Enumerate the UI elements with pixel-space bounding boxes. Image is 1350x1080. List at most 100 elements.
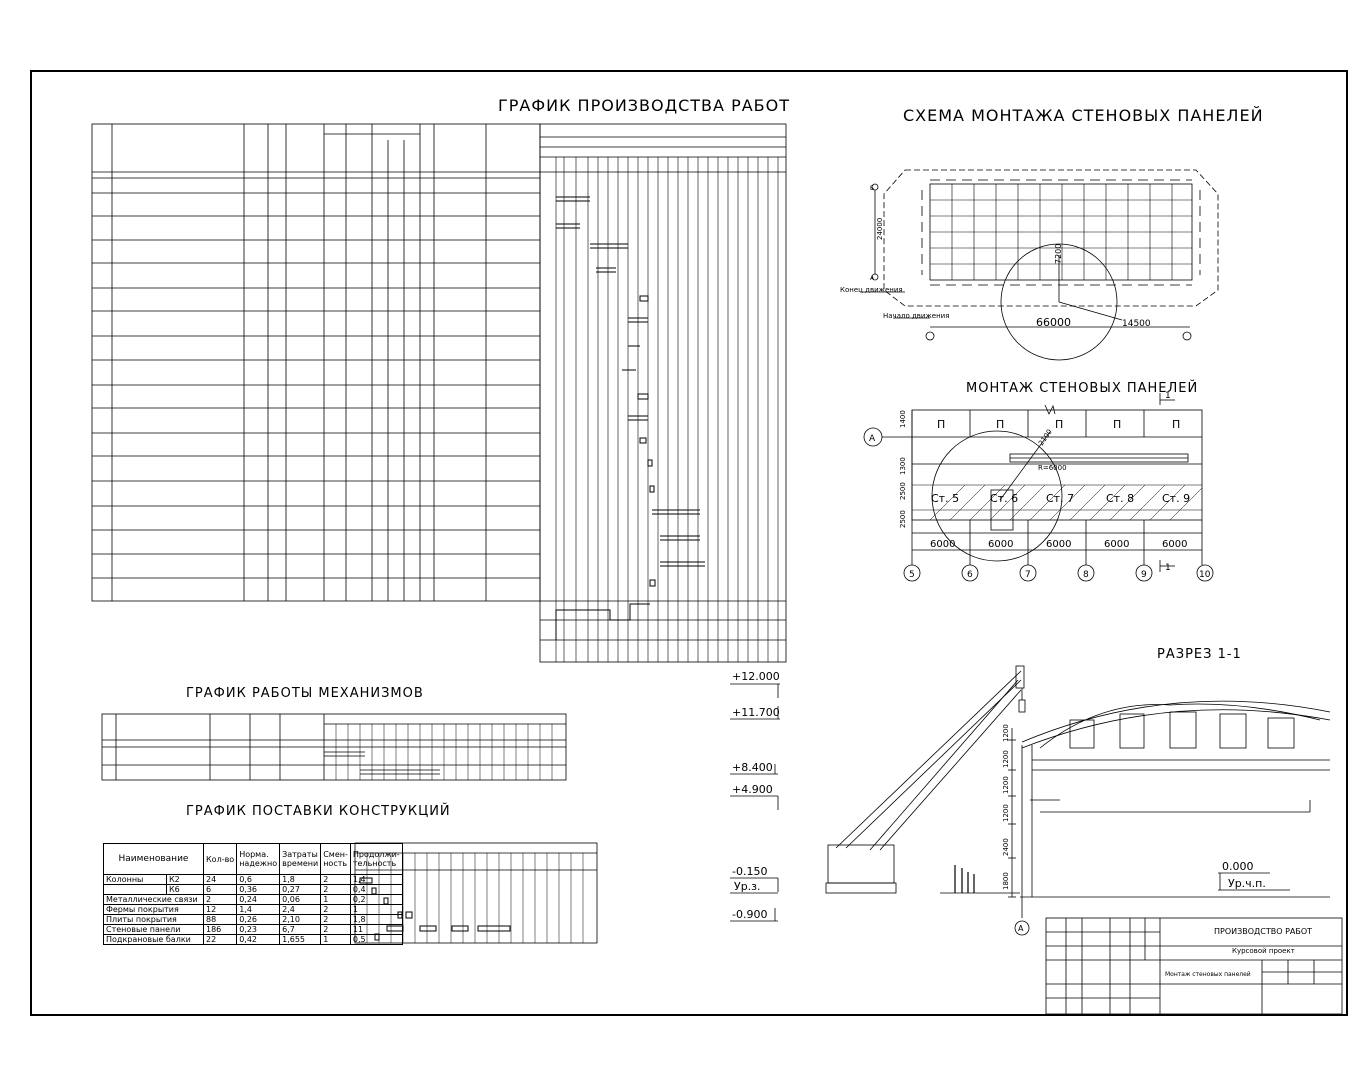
wall-panel-label: Ст. 9	[1162, 492, 1190, 505]
row-qty: 12	[202, 904, 238, 915]
mechanisms-schedule-title: ГРАФИК РАБОТЫ МЕХАНИЗМОВ	[186, 686, 424, 701]
production-schedule-title: ГРАФИК ПРОИЗВОДСТВА РАБОТ	[498, 96, 790, 115]
scheme-axis-a: А	[870, 275, 875, 282]
row-cost: 0,06	[279, 894, 322, 905]
section-title: РАЗРЕЗ 1-1	[1157, 647, 1242, 662]
panel-p-5: П	[1172, 418, 1180, 431]
axis-label: 8	[1083, 570, 1089, 580]
row-cost: 2,10	[279, 914, 322, 925]
section-dim: 1800	[1002, 872, 1010, 890]
stamp-sheet-name: Монтаж стеновых панелей	[1165, 971, 1251, 978]
row-norm: 0,6	[236, 874, 281, 885]
section-axis-a: А	[1018, 924, 1024, 933]
span-dim: 6000	[1046, 539, 1071, 550]
row-name: Подкрановые балки	[103, 934, 204, 945]
axis-label: 10	[1199, 570, 1211, 580]
row-shift: 1	[320, 934, 351, 945]
section-dim: 1200	[1002, 724, 1010, 742]
level-mark: +11.700	[732, 706, 780, 719]
wall-panel-label: Ст. 6	[990, 492, 1018, 505]
row-qty: 88	[202, 914, 238, 925]
row-name: Металлические связи	[103, 894, 204, 905]
panel-p-2: П	[996, 418, 1004, 431]
row-dur: 0,5	[349, 934, 403, 945]
title-block	[1045, 917, 1343, 1015]
scheme-radius-dim: 14500	[1122, 319, 1151, 329]
header-shift: Смен-ность	[320, 843, 351, 875]
row-norm: 0,23	[236, 924, 281, 935]
span-dim: 6000	[1162, 539, 1187, 550]
panel-p-1: П	[937, 418, 945, 431]
row-sub: К2	[166, 874, 204, 885]
cut-mark-bottom: 1	[1165, 563, 1171, 573]
axis-label: 7	[1025, 570, 1031, 580]
header-name: Наименование	[103, 843, 204, 875]
row-cost: 1,8	[279, 874, 322, 885]
row-dur: 1,4	[349, 874, 403, 885]
row-shift: 2	[320, 904, 351, 915]
floor-label: Ур.ч.п.	[1228, 877, 1266, 890]
row-norm: 1,4	[236, 904, 281, 915]
wall-panel-label: Ст. 7	[1046, 492, 1074, 505]
row-cost: 0,27	[279, 884, 322, 895]
axis-label: 5	[909, 570, 915, 580]
row-qty: 186	[202, 924, 238, 935]
row-name	[103, 884, 167, 895]
row-qty: 22	[202, 934, 238, 945]
row-shift: 1	[320, 894, 351, 905]
row-qty: 2	[202, 894, 238, 905]
axis-label: 6	[967, 570, 973, 580]
row-name: Колонны	[103, 874, 167, 885]
scheme-axis-b: Б	[870, 185, 874, 192]
section-dim: 2400	[1002, 838, 1010, 856]
panel-p-3: П	[1055, 418, 1063, 431]
scheme-vertical-dim: 7200	[1054, 244, 1063, 264]
row-norm: 0,36	[236, 884, 281, 895]
mechanisms-table	[101, 713, 567, 781]
level-mark: -0.900	[732, 908, 767, 921]
row-sub: К6	[166, 884, 204, 895]
span-dim: 6000	[1104, 539, 1129, 550]
elevation-axis-a: А	[869, 434, 876, 444]
height-dim: 1300	[899, 457, 907, 475]
wall-panel-label: Ст. 8	[1106, 492, 1134, 505]
row-qty: 24	[202, 874, 238, 885]
diag-dim: 2100	[1037, 428, 1054, 447]
level-mark: Ур.з.	[734, 880, 761, 893]
panel-mounting-elevation	[863, 393, 1214, 582]
height-dim: 1400	[899, 410, 907, 428]
section-dim: 1200	[1002, 804, 1010, 822]
panel-scheme-plan	[860, 169, 1219, 361]
panel-p-4: П	[1113, 418, 1121, 431]
table-row: Наименование Кол-во Норма. надежно Затра…	[103, 843, 403, 875]
cut-mark-top: 1	[1165, 391, 1171, 401]
scheme-start-label: Начало движения	[883, 312, 949, 320]
header-cost: Затраты времени	[279, 843, 322, 875]
section-1-1	[730, 665, 1331, 936]
row-qty: 6	[202, 884, 238, 895]
production-table	[91, 123, 787, 663]
header-qty: Кол-во	[202, 843, 238, 875]
level-mark: +4.900	[732, 783, 773, 796]
drawing-frame	[30, 70, 1348, 1016]
floor-mark: 0.000	[1222, 860, 1254, 873]
panel-mounting-title: МОНТАЖ СТЕНОВЫХ ПАНЕЛЕЙ	[966, 381, 1199, 396]
row-dur: 0,4	[349, 884, 403, 895]
span-dim: 6000	[988, 539, 1013, 550]
row-shift: 2	[320, 914, 351, 925]
row-dur: 1,8	[349, 914, 403, 925]
axis-label: 9	[1141, 570, 1147, 580]
row-cost: 2,4	[279, 904, 322, 915]
row-dur: 1	[349, 904, 403, 915]
level-mark: +8.400	[732, 761, 773, 774]
stamp-project: Курсовой проект	[1232, 947, 1295, 955]
row-shift: 2	[320, 874, 351, 885]
row-name: Фермы покрытия	[103, 904, 204, 915]
